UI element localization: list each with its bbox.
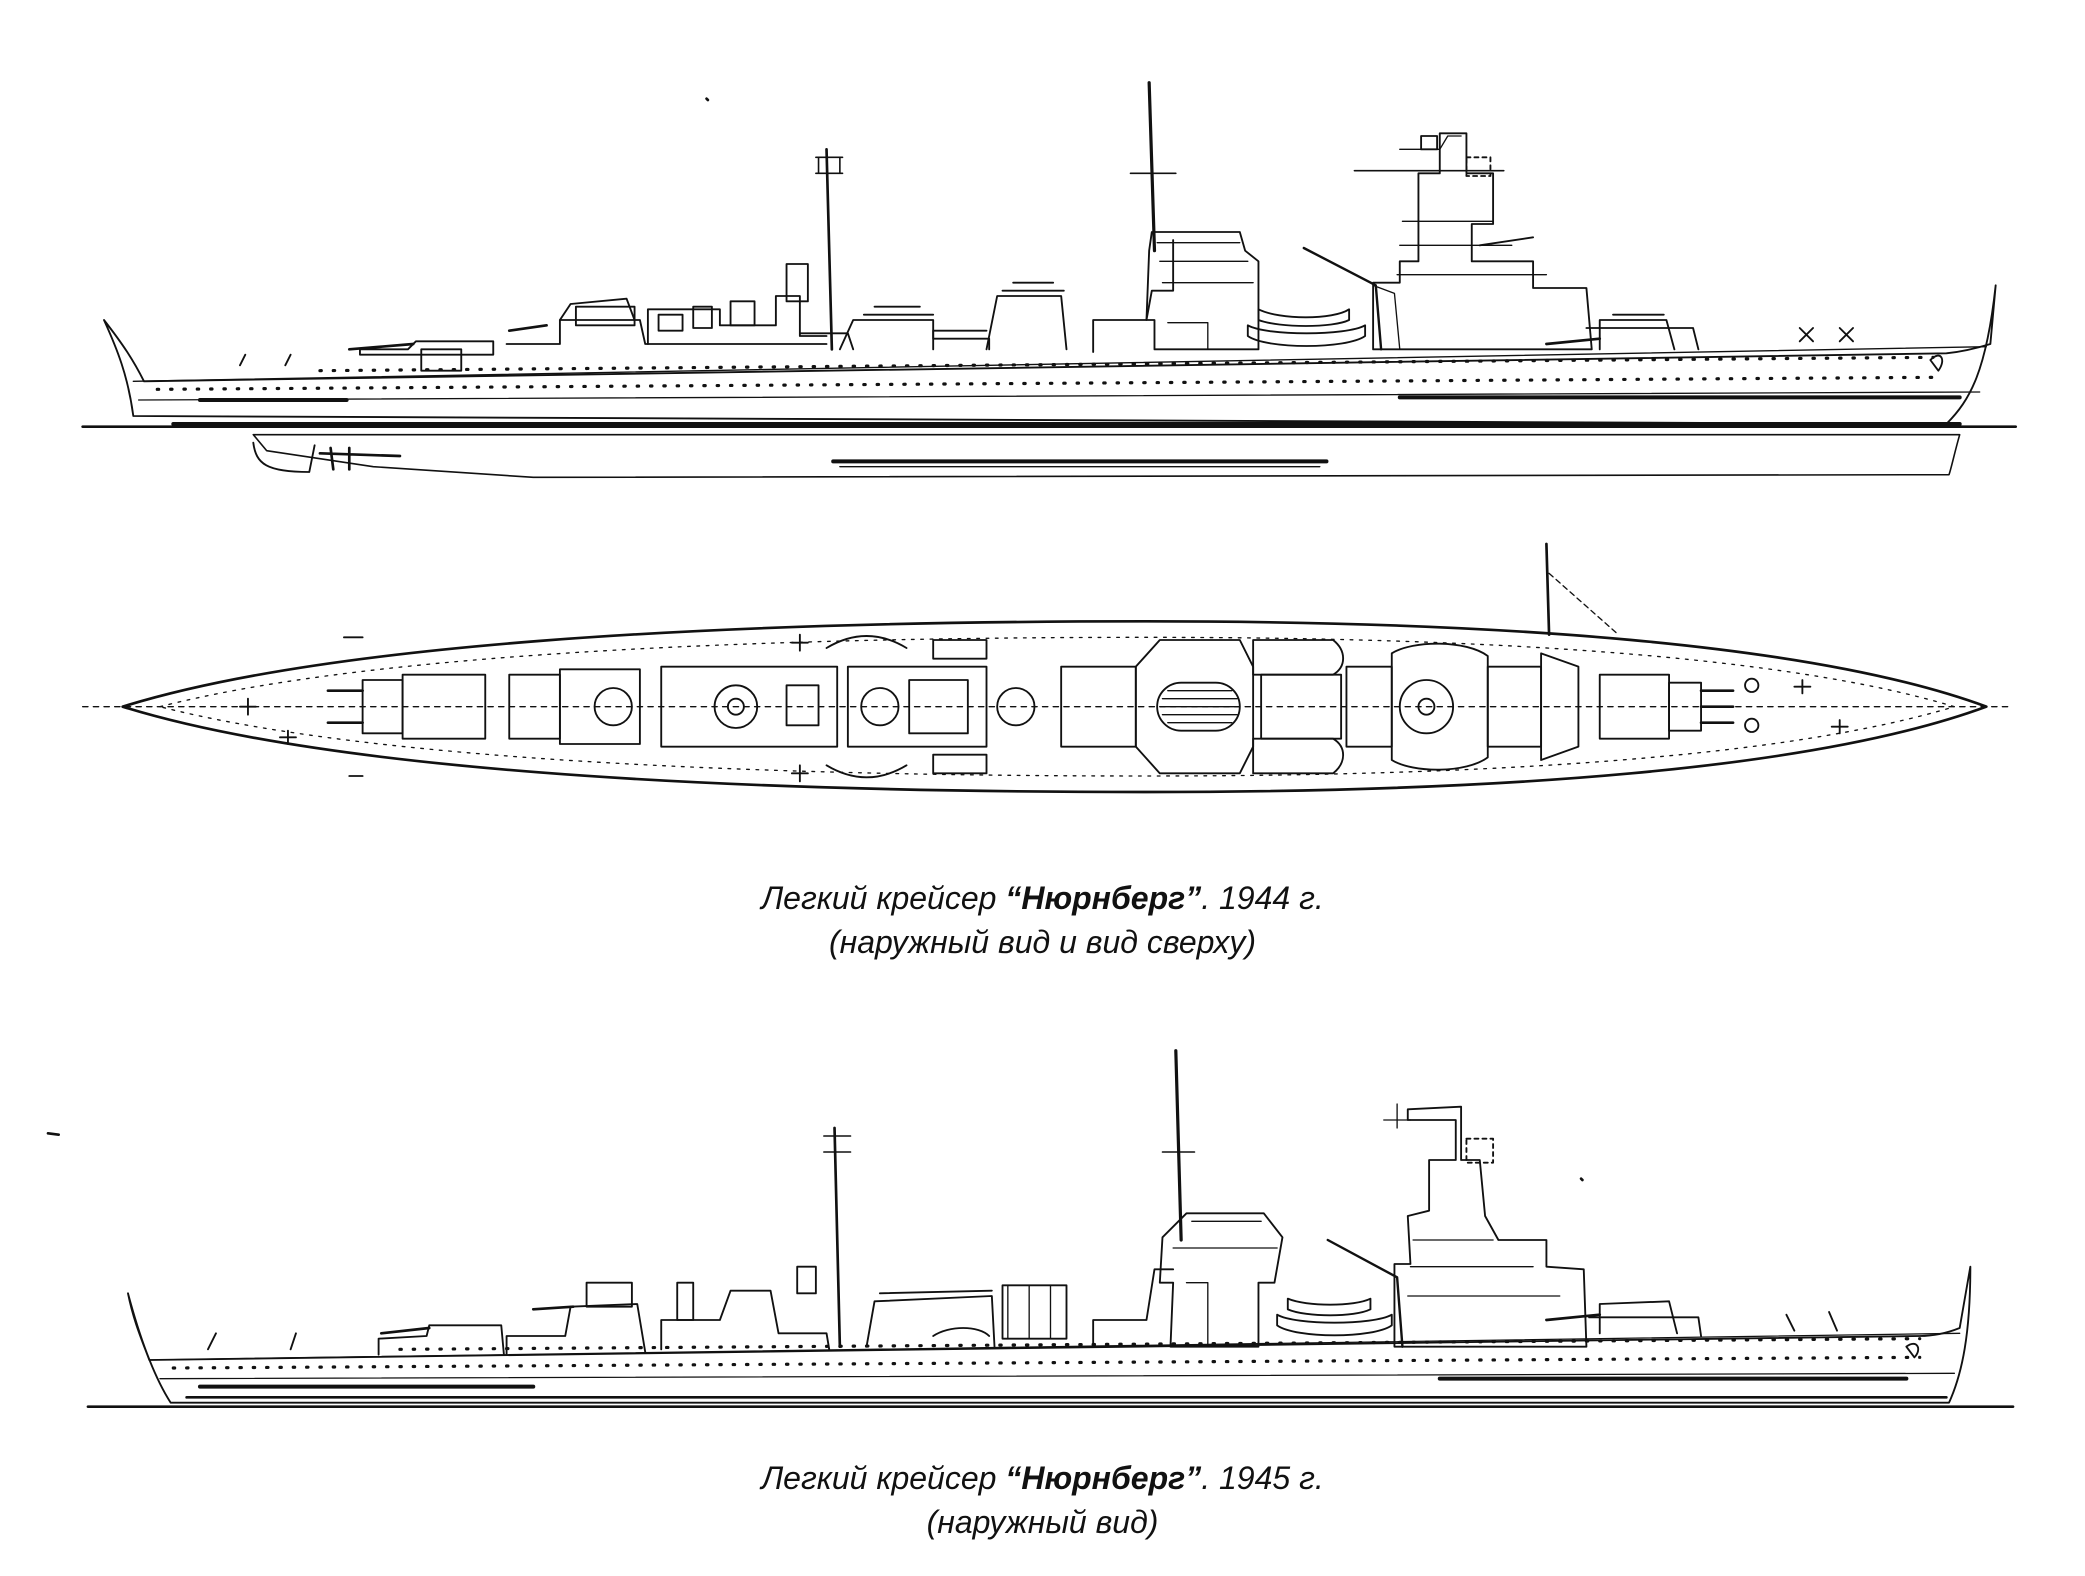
caption-1944-subtitle: (наружный вид и вид сверху) (828, 924, 1257, 960)
ship-1944-top-view (81, 542, 2014, 794)
caption-1944-ship-name: “Нюрнберг” (1005, 880, 1202, 916)
caption-1945-ship-name: “Нюрнберг” (1005, 1460, 1202, 1496)
caption-1945-suffix: . 1945 г. (1201, 1460, 1324, 1496)
caption-1944: Легкий крейсер “Нюрнберг”. 1944 г. (нару… (0, 876, 2085, 964)
caption-1945: Легкий крейсер “Нюрнберг”. 1945 г. (нару… (0, 1456, 2085, 1544)
caption-1945-subtitle: (наружный вид) (926, 1504, 1159, 1540)
caption-1945-prefix: Легкий крейсер (761, 1460, 1006, 1496)
ship-1945-side-profile (86, 1049, 2015, 1408)
caption-1944-prefix: Легкий крейсер (761, 880, 1006, 916)
scan-specks (46, 97, 1584, 1182)
ship-1944-side-profile (81, 81, 2018, 479)
caption-1944-suffix: . 1944 г. (1201, 880, 1324, 916)
